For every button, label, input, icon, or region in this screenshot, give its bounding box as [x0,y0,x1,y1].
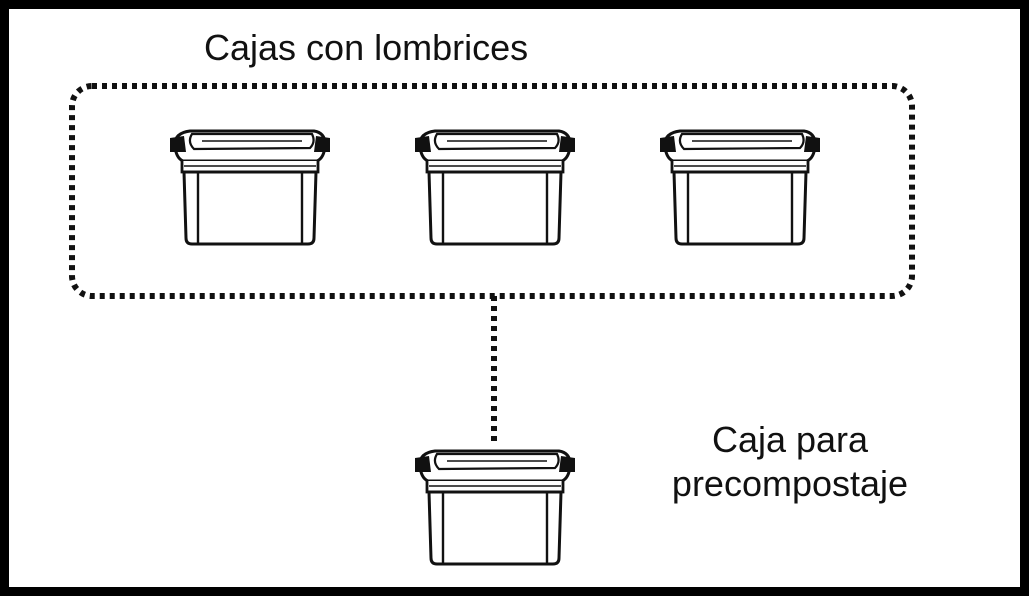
precompost-label-line-1: Caja para [711,419,869,460]
precompost-label-line-2: precompostaje [671,462,909,504]
precompost-bin [413,449,577,566]
worm-bin-1 [168,129,332,246]
precompost-box-label: Caja para precompostaje [600,418,980,506]
worm-bin-2 [413,129,577,246]
group-boundary [69,83,915,299]
worm-bin-3 [658,129,822,246]
group-label: Cajas con lombrices [204,27,529,68]
